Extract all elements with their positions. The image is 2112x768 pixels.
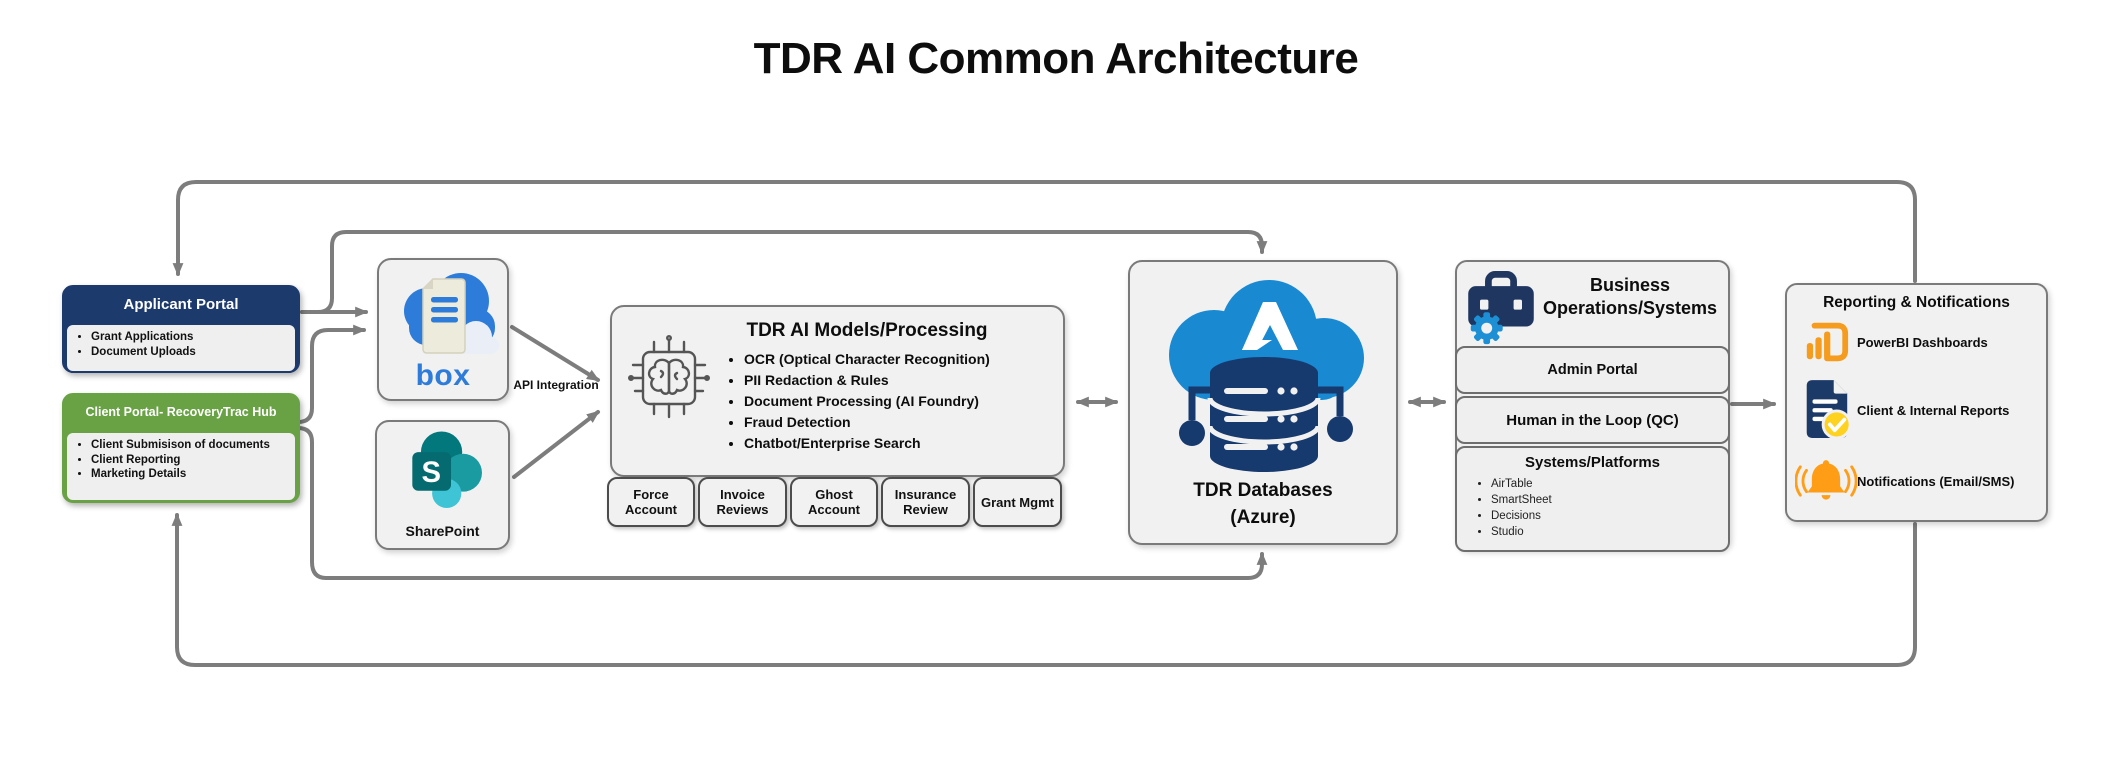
databases-sublabel: (Azure) — [1230, 507, 1296, 528]
box-cloud-document-icon — [404, 273, 499, 354]
client-portal-title: Client Portal- RecoveryTrac Hub — [85, 405, 277, 419]
list-item: Decisions — [1491, 508, 1552, 524]
list-item: Marketing Details — [91, 467, 295, 482]
applicant-portal-node: Applicant Portal Grant Applications Docu… — [62, 285, 300, 373]
arrow-box-to-ai — [510, 325, 600, 382]
reporting-row-notifications: Notifications (Email/SMS) — [1795, 453, 2040, 509]
applicant-portal-title: Applicant Portal — [123, 296, 239, 313]
arrow-client-to-databases — [296, 426, 1268, 580]
arrow-outer-bottom-feedback — [171, 512, 1917, 667]
ai-models-node: TDR AI Models/Processing OCR (Optical Ch… — [610, 305, 1065, 477]
reporting-item-label: PowerBI Dashboards — [1857, 334, 1988, 350]
reporting-node: Reporting & Notifications PowerBI Dashbo… — [1785, 283, 2048, 522]
api-integration-label: API Integration — [513, 378, 599, 392]
list-item: Document Processing (AI Foundry) — [744, 391, 990, 412]
reporting-item-label: Notifications (Email/SMS) — [1857, 473, 2015, 489]
ai-models-list: OCR (Optical Character Recognition) PII … — [724, 349, 990, 454]
hitl-subbox: Human in the Loop (QC) — [1455, 396, 1730, 444]
systems-list: AirTable SmartSheet Decisions Studio — [1475, 476, 1552, 540]
page-title: TDR AI Common Architecture — [753, 34, 1359, 83]
module-invoice-reviews: Invoice Reviews — [698, 477, 787, 527]
list-item: Fraud Detection — [744, 412, 990, 433]
client-portal-body: Client Submisison of documents Client Re… — [65, 431, 297, 502]
reporting-title: Reporting & Notifications — [1823, 294, 2010, 311]
systems-platforms-subbox: Systems/Platforms AirTable SmartSheet De… — [1455, 446, 1730, 552]
svg-text:S: S — [421, 457, 441, 489]
sharepoint-label: SharePoint — [405, 523, 480, 539]
box-node: box — [377, 258, 509, 401]
list-item: Chatbot/Enterprise Search — [744, 433, 990, 454]
module-insurance-review: Insurance Review — [881, 477, 970, 527]
reporting-row-powerbi: PowerBI Dashboards — [1795, 317, 2040, 367]
business-ops-title: Business Operations/Systems — [1542, 275, 1718, 318]
list-item: OCR (Optical Character Recognition) — [744, 349, 990, 370]
databases-node: TDR Databases (Azure) — [1128, 260, 1398, 545]
admin-portal-label: Admin Portal — [1547, 362, 1638, 378]
arrow-outer-top-feedback — [172, 180, 1917, 283]
brain-chip-icon — [628, 335, 710, 419]
toolbox-gear-icon — [1468, 271, 1534, 345]
systems-platforms-title: Systems/Platforms — [1524, 454, 1661, 471]
sharepoint-icon: S — [412, 431, 482, 508]
reporting-row-reports: Client & Internal Reports — [1795, 373, 2040, 447]
applicant-portal-body: Grant Applications Document Uploads — [65, 323, 297, 373]
reporting-item-label: Client & Internal Reports — [1857, 402, 2010, 418]
document-check-icon — [1806, 380, 1852, 440]
arrow-client-to-box — [296, 324, 367, 424]
arrow-sharepoint-to-ai — [512, 410, 600, 479]
list-item: AirTable — [1491, 476, 1552, 492]
list-item: Studio — [1491, 524, 1552, 540]
bell-icon — [1795, 460, 1857, 500]
hitl-label: Human in the Loop (QC) — [1506, 412, 1679, 429]
box-wordmark: box — [415, 359, 471, 392]
business-ops-node: Business Operations/Systems Admin Portal… — [1455, 260, 1730, 552]
module-grant-mgmt: Grant Mgmt — [973, 477, 1062, 527]
client-portal-node: Client Portal- RecoveryTrac Hub Client S… — [62, 393, 300, 503]
databases-label: TDR Databases — [1193, 480, 1333, 501]
azure-cloud-database-icon — [1169, 280, 1364, 472]
list-item: Client Submisison of documents — [91, 438, 295, 453]
sharepoint-node: S SharePoint — [375, 420, 510, 550]
list-item: Client Reporting — [91, 453, 295, 468]
list-item: PII Redaction & Rules — [744, 370, 990, 391]
list-item: SmartSheet — [1491, 492, 1552, 508]
arrow-applicant-to-databases — [300, 230, 1268, 314]
module-force-account: Force Account — [607, 477, 695, 527]
ai-models-title: TDR AI Models/Processing — [746, 320, 988, 341]
admin-portal-subbox: Admin Portal — [1455, 346, 1730, 394]
list-item: Document Uploads — [91, 345, 295, 360]
powerbi-chart-icon — [1806, 322, 1849, 362]
list-item: Grant Applications — [91, 330, 295, 345]
module-ghost-account: Ghost Account — [790, 477, 878, 527]
